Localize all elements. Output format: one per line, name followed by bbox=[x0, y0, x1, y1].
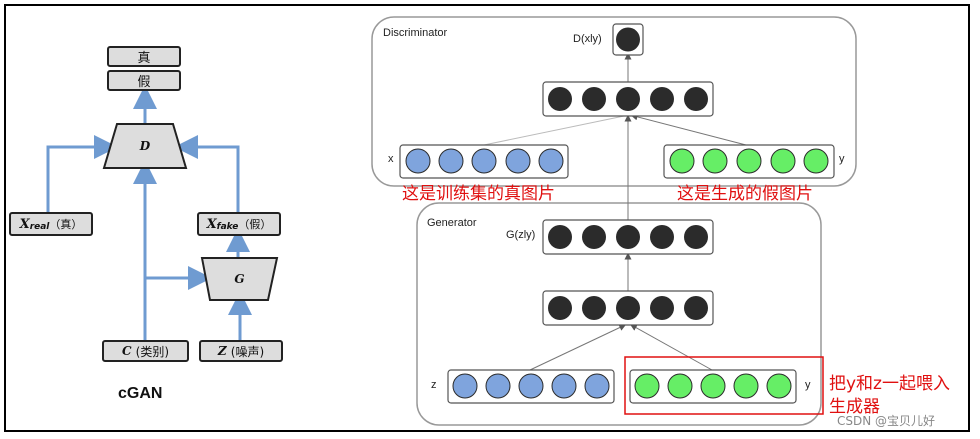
cgan-caption: cGAN bbox=[118, 385, 163, 402]
z-noise-label: Z (噪声) bbox=[200, 341, 282, 361]
watermark: CSDN @宝贝儿好 bbox=[837, 414, 936, 428]
output-true-label: 真 bbox=[137, 51, 151, 66]
x-fake-note: （假） bbox=[238, 218, 272, 231]
generator-title: Generator bbox=[427, 217, 477, 229]
network-connections bbox=[483, 52, 747, 371]
discriminator-shape bbox=[102, 123, 188, 169]
c-class-label: C (类别) bbox=[103, 341, 188, 361]
x-real-box bbox=[9, 212, 93, 236]
output-false-label: 假 bbox=[137, 75, 151, 90]
x-input-nodes bbox=[405, 148, 564, 174]
z-input-nodes bbox=[452, 373, 610, 399]
x-real-subscript: real bbox=[29, 222, 50, 232]
z-symbol: Z bbox=[217, 344, 227, 358]
output-false-box bbox=[107, 70, 181, 91]
x-real-symbol: X bbox=[19, 216, 30, 232]
c-symbol: C bbox=[121, 344, 132, 358]
z-label: z bbox=[431, 379, 437, 391]
feed-highlight-box bbox=[624, 356, 824, 415]
y-input-nodes-d bbox=[669, 148, 829, 174]
discriminator-title: Discriminator bbox=[383, 27, 448, 39]
image-frame bbox=[4, 4, 970, 432]
y-label-top: y bbox=[839, 153, 845, 165]
x-fake-subscript: fake bbox=[216, 222, 239, 232]
z-note: (噪声) bbox=[230, 344, 265, 359]
c-note: (类别) bbox=[135, 344, 170, 359]
d-output-node bbox=[616, 27, 640, 52]
d-output-label: D(xly) bbox=[573, 33, 602, 45]
y-label-bottom: y bbox=[805, 379, 811, 391]
x-label: x bbox=[388, 153, 394, 165]
discriminator-label: D bbox=[139, 139, 151, 153]
output-true-box bbox=[107, 46, 181, 67]
feed-note-line1: 把y和z一起喂入 bbox=[829, 374, 950, 394]
generator-shape bbox=[200, 257, 279, 301]
x-fake-symbol: X bbox=[206, 216, 217, 232]
g-hidden-nodes bbox=[548, 296, 708, 320]
feed-note-line2: 生成器 bbox=[829, 397, 880, 417]
x-real-note: （真） bbox=[49, 218, 83, 231]
fake-images-note: 这是生成的假图片 bbox=[677, 184, 813, 204]
g-output-nodes bbox=[548, 225, 708, 249]
c-class-box bbox=[102, 340, 189, 362]
x-fake-box bbox=[197, 212, 281, 236]
d-hidden-nodes bbox=[548, 87, 708, 111]
z-noise-box bbox=[199, 340, 283, 362]
y-input-nodes-g bbox=[634, 373, 792, 399]
cgan-arrows bbox=[46, 85, 252, 340]
generator-label: G bbox=[234, 272, 245, 286]
g-output-label: G(zly) bbox=[506, 229, 536, 241]
real-images-note: 这是训练集的真图片 bbox=[402, 184, 555, 204]
